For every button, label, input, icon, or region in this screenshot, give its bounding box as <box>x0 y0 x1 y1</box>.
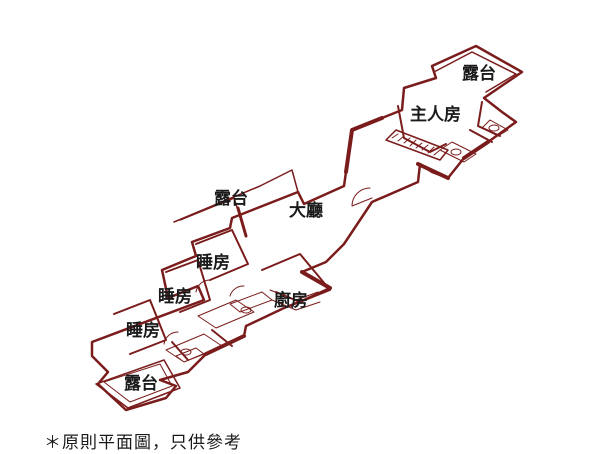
sink-fixtures <box>180 124 500 356</box>
bedroom-2-wall <box>165 259 211 313</box>
room-label-kitchen: 廚房 <box>274 290 308 311</box>
room-label-bedroom-3: 睡房 <box>126 320 160 341</box>
bedroom-doors <box>163 279 245 345</box>
disclaimer-note: ＊原則平面圖，只供參考 <box>44 433 242 453</box>
bottom-balcony-wall <box>95 359 181 409</box>
room-label-bedroom-1: 睡房 <box>196 252 230 273</box>
living-room-door <box>351 187 373 207</box>
middle-balcony-door <box>236 206 248 238</box>
room-label-balcony-bottom: 露台 <box>124 373 158 394</box>
ensuite-bath <box>439 119 509 163</box>
room-label-balcony-middle: 露台 <box>214 188 248 209</box>
bottom-balcony-inner <box>103 363 173 403</box>
emphasis-walls <box>204 116 490 356</box>
outer-wall <box>90 44 524 412</box>
bedroom-3-wall <box>113 299 167 355</box>
kitchen-counter <box>269 289 321 311</box>
room-label-living-room: 大廳 <box>289 200 323 221</box>
stairs <box>385 129 449 161</box>
master-bedroom-wall <box>397 101 501 153</box>
bedroom-1-wall <box>195 229 249 281</box>
top-balcony-wall <box>433 51 517 93</box>
room-label-master-bedroom: 主人房 <box>410 104 461 125</box>
room-label-balcony-top: 露台 <box>462 63 496 84</box>
lower-bathrooms <box>165 291 273 363</box>
room-label-bedroom-2: 睡房 <box>158 286 192 307</box>
